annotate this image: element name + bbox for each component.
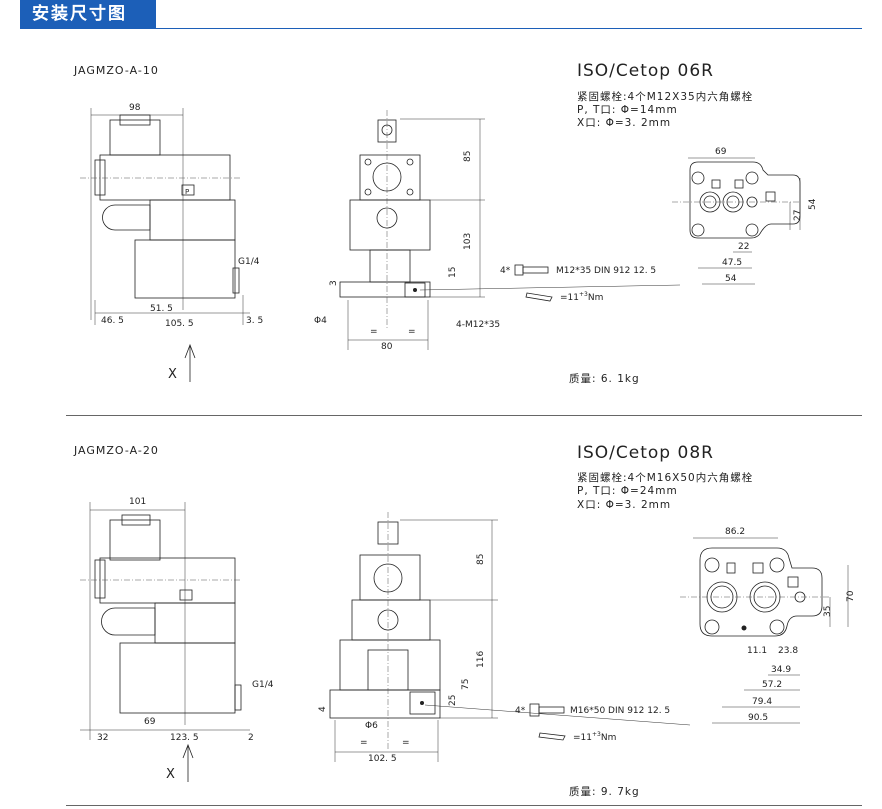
svg-text:57.2: 57.2 [762,680,782,690]
svg-text:85: 85 [463,151,473,162]
svg-text:75: 75 [461,679,471,690]
svg-text:105. 5: 105. 5 [165,319,194,329]
svg-text:34.9: 34.9 [771,665,791,675]
pt-port-spec: P, T口: Φ=14mm [577,104,678,116]
svg-text:=: = [402,738,410,748]
header-underline [20,28,862,29]
model-label: JAGMZO-A-10 [74,64,159,77]
svg-text:P: P [185,188,189,196]
svg-text:4*: 4* [515,706,526,716]
mounting-surface-2: 86.2 70 35 11.1 23.8 34.9 57.2 79.4 90.5 [680,527,856,724]
svg-text:X: X [166,767,175,782]
x-port-spec: X口: Φ=3. 2mm [577,499,672,511]
svg-text:70: 70 [846,590,856,602]
model-label: JAGMZO-A-20 [74,444,159,457]
section-header: 安装尺寸图 [20,0,156,28]
svg-text:27: 27 [793,210,803,221]
svg-text:80: 80 [381,342,393,352]
svg-text:Φ4: Φ4 [314,316,327,326]
svg-text:46. 5: 46. 5 [101,316,124,326]
svg-text:2: 2 [248,733,254,743]
svg-text:101: 101 [129,497,146,507]
svg-text:3. 5: 3. 5 [246,316,263,326]
svg-text:=: = [370,327,378,337]
svg-text:=11+3Nm: =11+3Nm [560,291,603,303]
weight: 质量: 9. 7kg [569,786,640,798]
side-view-drawing-1: 98 P G1/4 46. 5 51. 5 105. 5 3. 5 X [80,103,263,382]
svg-text:102. 5: 102. 5 [368,754,397,764]
svg-text:23.8: 23.8 [778,646,798,656]
front-view-drawing-2: 85 116 75 25 4 Φ6 = = 102. 5 [318,512,498,764]
svg-text:54: 54 [808,198,818,210]
svg-text:=: = [408,327,416,337]
bolt-spec: 紧固螺栓:4个M16X50内六角螺栓 [577,472,754,484]
svg-text:47.5: 47.5 [722,258,742,268]
svg-text:85: 85 [476,554,486,565]
svg-text:35: 35 [823,606,833,617]
svg-text:54: 54 [725,274,737,284]
svg-text:4: 4 [318,706,328,712]
svg-text:86.2: 86.2 [725,527,745,537]
svg-text:123. 5: 123. 5 [170,733,199,743]
svg-text:32: 32 [97,733,108,743]
iso-standard: ISO/Cetop 08R [577,443,714,463]
weight: 质量: 6. 1kg [569,373,640,385]
svg-text:103: 103 [463,233,473,250]
mounting-surface-1: 86.2 69 54 27 22 47.5 54 [672,147,818,285]
svg-text:Φ6: Φ6 [365,721,378,731]
section-divider [66,805,862,806]
bolt-spec: 紧固螺栓:4个M12X35内六角螺栓 [577,91,754,103]
bolt-callout-2: 4* M16*50 DIN 912 12. 5 =11+3Nm [424,703,691,743]
section-divider [66,415,862,416]
svg-text:G1/4: G1/4 [252,680,274,690]
svg-text:51. 5: 51. 5 [150,304,173,314]
iso-standard: ISO/Cetop 06R [577,61,714,81]
svg-text:M12*35 DIN 912 12. 5: M12*35 DIN 912 12. 5 [556,266,656,276]
bolt-callout-1: 4* M12*35 DIN 912 12. 5 =11+3Nm [419,264,681,303]
svg-text:116: 116 [476,651,486,668]
svg-text:=: = [360,738,368,748]
side-view-drawing-2: 101 G1/4 32 69 123. 5 2 X [80,497,274,782]
svg-text:G1/4: G1/4 [238,257,260,267]
svg-text:15: 15 [448,267,458,278]
svg-text:4-M12*35: 4-M12*35 [456,320,500,330]
svg-text:69: 69 [715,147,727,157]
svg-text:79.4: 79.4 [752,697,772,707]
svg-text:=11+3Nm: =11+3Nm [573,731,616,743]
svg-text:90.5: 90.5 [748,713,768,723]
svg-text:98: 98 [129,103,141,113]
svg-text:4*: 4* [500,266,511,276]
pt-port-spec: P, T口: Φ=24mm [577,485,678,497]
svg-text:3: 3 [329,280,339,286]
svg-text:11.1: 11.1 [747,646,767,656]
front-view-drawing-1: 85 103 15 3 Φ4 4-M12*35 = = 80 [314,110,500,352]
svg-text:25: 25 [448,695,458,706]
x-port-spec: X口: Φ=3. 2mm [577,117,672,129]
svg-text:X: X [168,367,177,382]
svg-text:22: 22 [738,242,749,252]
svg-text:M16*50 DIN 912 12. 5: M16*50 DIN 912 12. 5 [570,706,670,716]
svg-text:69: 69 [144,717,156,727]
